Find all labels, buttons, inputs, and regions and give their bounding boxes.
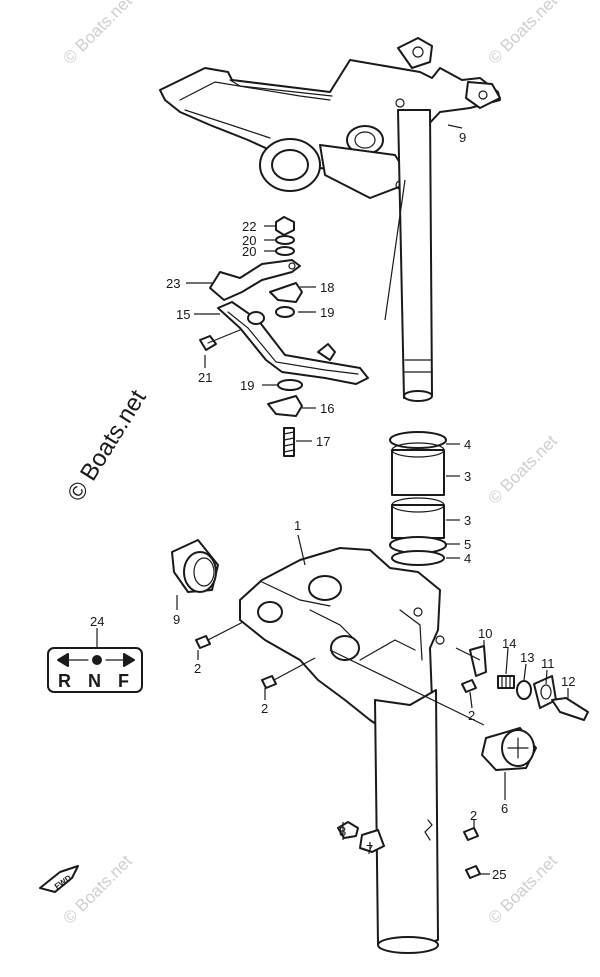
shift-label-f: F: [118, 671, 129, 691]
callout-24: 24: [90, 614, 104, 629]
watermark-top-left: © Boats.net: [59, 0, 136, 68]
callout-6: 6: [501, 801, 508, 816]
callout-19-lower: 19: [240, 378, 254, 393]
callout-2-right-lower: 2: [470, 808, 477, 823]
callout-16: 16: [320, 401, 334, 416]
callout-3-upper: 3: [464, 469, 471, 484]
shift-label-r: R: [58, 671, 71, 691]
tilt-lock-hardware: [455, 645, 589, 721]
callout-4-lower: 4: [464, 551, 471, 566]
callout-3-lower: 3: [464, 513, 471, 528]
callout-20-lower: 20: [242, 244, 256, 259]
washer-19-lower: [277, 379, 303, 391]
swivel-bracket: [239, 547, 445, 741]
callout-25: 25: [492, 867, 506, 882]
tilt-lock-knob: [329, 649, 537, 771]
callout-2-left-lower: 2: [261, 701, 268, 716]
callout-22: 22: [242, 219, 256, 234]
watermark-mid-right: © Boats.net: [484, 431, 561, 508]
watermark-top-right: © Boats.net: [484, 0, 561, 68]
watermark-main: © Boats.net: [62, 385, 152, 506]
callout-23: 23: [166, 276, 180, 291]
watermark-bottom-left: © Boats.net: [59, 851, 136, 928]
screws-2: [195, 621, 481, 879]
steering-shaft: [384, 109, 433, 402]
callout-4-upper: 4: [464, 437, 471, 452]
cable-bracket: [209, 259, 301, 301]
callout-14: 14: [502, 636, 516, 651]
callout-19-upper: 19: [320, 305, 334, 320]
callout-8: 8: [339, 824, 346, 839]
spring-17: [283, 427, 295, 457]
friction-plate-16: [267, 395, 303, 417]
shift-lever: [217, 301, 369, 385]
callout-10: 10: [478, 626, 492, 641]
bushing-9-left: [171, 539, 219, 593]
callout-11: 11: [541, 656, 555, 671]
callout-2-left-upper: 2: [194, 661, 201, 676]
neutral-dot: [92, 655, 102, 665]
friction-plate-18: [269, 282, 303, 303]
nut-washer-stack: [275, 216, 295, 256]
callout-2-right-upper: 2: [468, 708, 475, 723]
shift-indicator-plate: R N F: [47, 647, 143, 693]
callout-15: 15: [176, 307, 190, 322]
shift-label-n: N: [88, 671, 101, 691]
callout-21: 21: [198, 370, 212, 385]
callout-9-top: 9: [459, 130, 466, 145]
bolt-21: [199, 329, 241, 351]
callout-18: 18: [320, 280, 334, 295]
callout-7: 7: [366, 842, 373, 857]
lower-tube: [374, 689, 439, 954]
leader-lines: [96, 124, 569, 875]
callout-20-upper: 20: [242, 233, 256, 248]
fwd-arrow-icon: FWD: [39, 865, 79, 893]
callout-5: 5: [464, 537, 471, 552]
watermark-bottom-right: © Boats.net: [484, 851, 561, 928]
callout-1: 1: [294, 518, 301, 533]
steering-bracket: [159, 37, 501, 199]
stopper-7: [359, 829, 385, 853]
bushing-stack: [389, 431, 447, 566]
callout-9-left: 9: [173, 612, 180, 627]
callout-13: 13: [520, 650, 534, 665]
callout-17: 17: [316, 434, 330, 449]
shift-plate-frame: [47, 647, 143, 693]
callout-12: 12: [561, 674, 575, 689]
callout-labels: 9 22 20 20 23 18 15 19 21 19 16 17 4 3 3…: [90, 130, 575, 882]
